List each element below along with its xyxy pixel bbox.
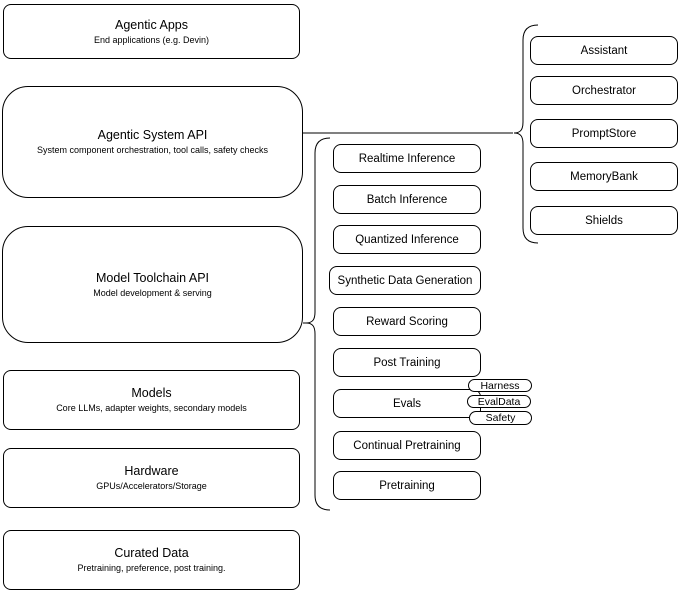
toolchain-item-quantized-inference: Quantized Inference [333, 225, 481, 254]
system-components-brace [513, 24, 539, 244]
layer-title: Model Toolchain API [95, 270, 210, 285]
layer-models: Models Core LLMs, adapter weights, secon… [3, 370, 300, 430]
toolchain-item-realtime-inference: Realtime Inference [333, 144, 481, 173]
system-component-orchestrator: Orchestrator [530, 76, 678, 105]
layer-title: Hardware [124, 464, 179, 478]
layer-title: Agentic Apps [115, 17, 188, 32]
toolchain-item-synthetic-data-generation: Synthetic Data Generation [329, 266, 481, 295]
layer-agentic-apps: Agentic Apps End applications (e.g. Devi… [3, 4, 300, 59]
toolchain-item-post-training: Post Training [333, 348, 481, 377]
layer-subtitle: End applications (e.g. Devin) [93, 34, 210, 45]
layer-subtitle: Pretraining, preference, post training. [77, 563, 226, 573]
system-component-memorybank: MemoryBank [530, 162, 678, 191]
layer-title: Agentic System API [97, 128, 208, 142]
system-component-assistant: Assistant [530, 36, 678, 65]
toolchain-brace [305, 137, 331, 511]
layer-agentic-system-api: Agentic System API System component orch… [2, 86, 303, 198]
evals-tag-safety: Safety [469, 411, 532, 425]
layer-subtitle: System component orchestration, tool cal… [36, 145, 269, 155]
system-component-shields: Shields [530, 206, 678, 235]
layer-subtitle: Core LLMs, adapter weights, secondary mo… [56, 403, 247, 413]
toolchain-item-reward-scoring: Reward Scoring [333, 307, 481, 336]
layer-curated-data: Curated Data Pretraining, preference, po… [3, 530, 300, 590]
toolchain-item-evals: Evals [333, 389, 481, 418]
toolchain-item-continual-pretraining: Continual Pretraining [333, 431, 481, 460]
toolchain-item-batch-inference: Batch Inference [333, 185, 481, 214]
evals-tag-evaldata: EvalData [467, 395, 531, 408]
layer-title: Models [131, 386, 172, 400]
layer-subtitle: Model development & serving [93, 287, 212, 298]
system-component-promptstore: PromptStore [530, 119, 678, 148]
toolchain-item-pretraining: Pretraining [333, 471, 481, 500]
layer-hardware: Hardware GPUs/Accelerators/Storage [3, 448, 300, 508]
layer-model-toolchain-api: Model Toolchain API Model development & … [2, 226, 303, 343]
layer-subtitle: GPUs/Accelerators/Storage [96, 481, 207, 491]
evals-tag-harness: Harness [468, 379, 532, 392]
layer-title: Curated Data [114, 546, 189, 560]
